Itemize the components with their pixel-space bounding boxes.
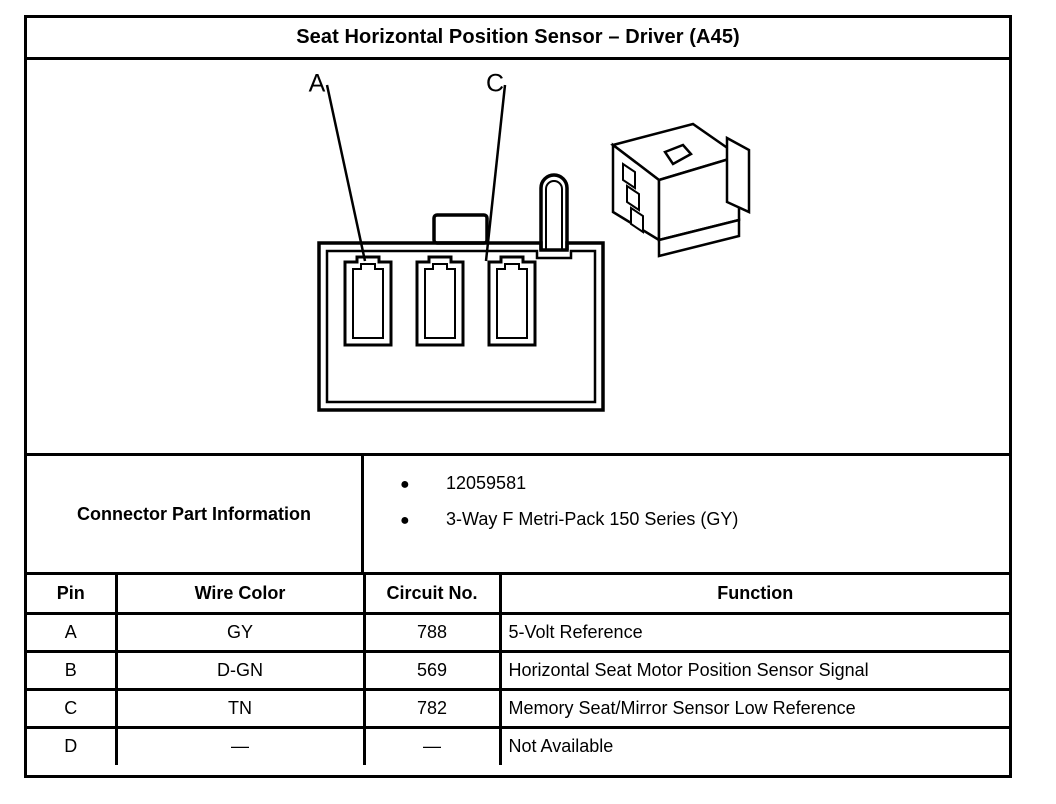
connector-part-description: 3-Way F Metri-Pack 150 Series (GY) <box>446 509 739 529</box>
iso-cavity-openings <box>622 162 644 234</box>
connector-isometric-view <box>610 122 751 258</box>
bullet-icon: ● <box>400 476 410 493</box>
connector-latch-arm <box>539 173 569 250</box>
column-header-wire-color: Wire Color <box>116 575 366 615</box>
cell-circuit-no: — <box>364 727 502 765</box>
callout-leader-c <box>484 84 507 262</box>
connector-latch-arm-inner <box>545 180 563 250</box>
connector-part-information-list: ● 12059581 ● 3-Way F Metri-Pack 150 Seri… <box>364 456 1009 572</box>
cell-wire-color: TN <box>116 689 366 729</box>
callout-leader-a <box>325 84 367 262</box>
connector-cavity-c <box>487 255 537 347</box>
cell-pin: C <box>27 689 118 729</box>
cell-wire-color: GY <box>116 613 366 653</box>
column-header-pin: Pin <box>27 575 118 615</box>
bullet-icon: ● <box>400 512 410 529</box>
cell-wire-color: — <box>116 727 366 765</box>
callout-label-a: A <box>309 70 326 98</box>
table-row: D — — Not Available <box>27 727 1009 765</box>
table-row: B D-GN 569 Horizontal Seat Motor Positio… <box>27 651 1009 691</box>
connector-part-number: 12059581 <box>446 473 527 493</box>
table-row: C TN 782 Memory Seat/Mirror Sensor Low R… <box>27 689 1009 729</box>
callout-label-c: C <box>486 70 504 98</box>
sheet-title-bar: Seat Horizontal Position Sensor – Driver… <box>27 18 1009 60</box>
list-item: ● 12059581 <box>400 466 1009 502</box>
cell-pin: B <box>27 651 118 691</box>
connector-top-tab <box>432 213 489 245</box>
cell-function: 5-Volt Reference <box>500 613 1009 653</box>
connector-part-information-label: Connector Part Information <box>76 503 311 524</box>
connector-face-view <box>317 173 605 412</box>
cell-pin: A <box>27 613 118 653</box>
iso-right-collar <box>725 135 751 214</box>
column-header-circuit-no: Circuit No. <box>364 575 502 615</box>
connector-cavity-a <box>343 255 393 347</box>
connector-part-information-label-cell: Connector Part Information <box>27 456 364 572</box>
cell-circuit-no: 782 <box>364 689 502 729</box>
cell-function: Memory Seat/Mirror Sensor Low Reference <box>500 689 1009 729</box>
table-header-row: Pin Wire Color Circuit No. Function <box>27 575 1009 615</box>
connector-body-outline <box>317 241 605 412</box>
cell-function: Horizontal Seat Motor Position Sensor Si… <box>500 651 1009 691</box>
table-row: A GY 788 5-Volt Reference <box>27 613 1009 653</box>
column-header-function: Function <box>500 575 1009 615</box>
connector-part-information-section: Connector Part Information ● 12059581 ● … <box>27 456 1009 575</box>
connector-illustration: A C <box>27 60 1009 456</box>
pin-table: Pin Wire Color Circuit No. Function A GY… <box>27 575 1009 765</box>
page-title: Seat Horizontal Position Sensor – Driver… <box>296 26 740 48</box>
connector-body-inner-edge <box>325 249 597 404</box>
list-item: ● 3-Way F Metri-Pack 150 Series (GY) <box>400 502 1009 538</box>
callout-leader-lines <box>325 84 507 262</box>
cell-wire-color: D-GN <box>116 651 366 691</box>
cell-function: Not Available <box>508 736 614 757</box>
connector-end-view-sheet: Seat Horizontal Position Sensor – Driver… <box>24 15 1012 778</box>
cell-pin: D <box>27 727 118 765</box>
iso-latch-detail <box>663 143 693 166</box>
cell-circuit-no: 788 <box>364 613 502 653</box>
iso-skirt <box>657 218 741 258</box>
cell-circuit-no: 569 <box>364 651 502 691</box>
connector-cavity-b <box>415 255 465 347</box>
